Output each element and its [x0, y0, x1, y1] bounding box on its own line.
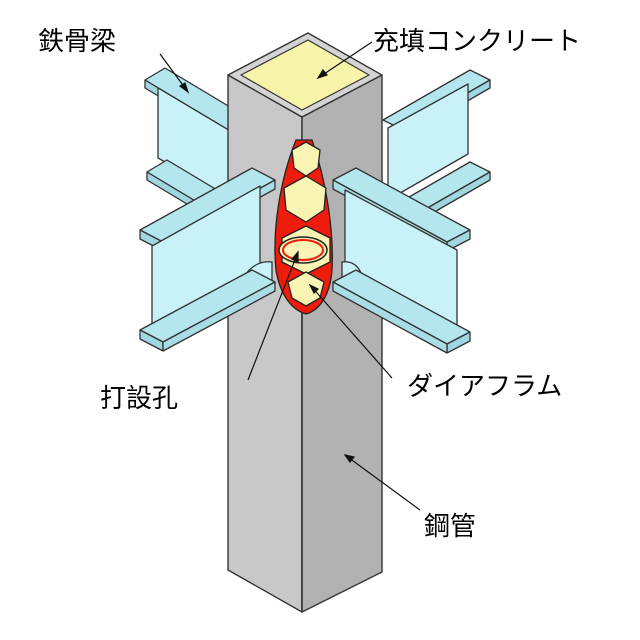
casting-hole — [278, 236, 328, 264]
leader-lines — [159, 41, 421, 511]
label-steel-beam: 鉄骨梁 — [38, 27, 116, 57]
label-filled-concrete: 充填コンクリート — [373, 27, 581, 57]
cutaway-interior — [274, 139, 333, 315]
steel-pipe-column — [227, 32, 383, 613]
label-diaphragm: ダイアフラム — [407, 372, 562, 402]
beam-back-right — [382, 69, 491, 231]
beam-front-right — [332, 167, 471, 354]
filled-concrete-top — [240, 39, 370, 111]
beam-front-left — [139, 167, 276, 352]
label-casting-hole: 打設孔 — [100, 384, 178, 414]
label-steel-pipe: 鋼管 — [424, 512, 476, 542]
